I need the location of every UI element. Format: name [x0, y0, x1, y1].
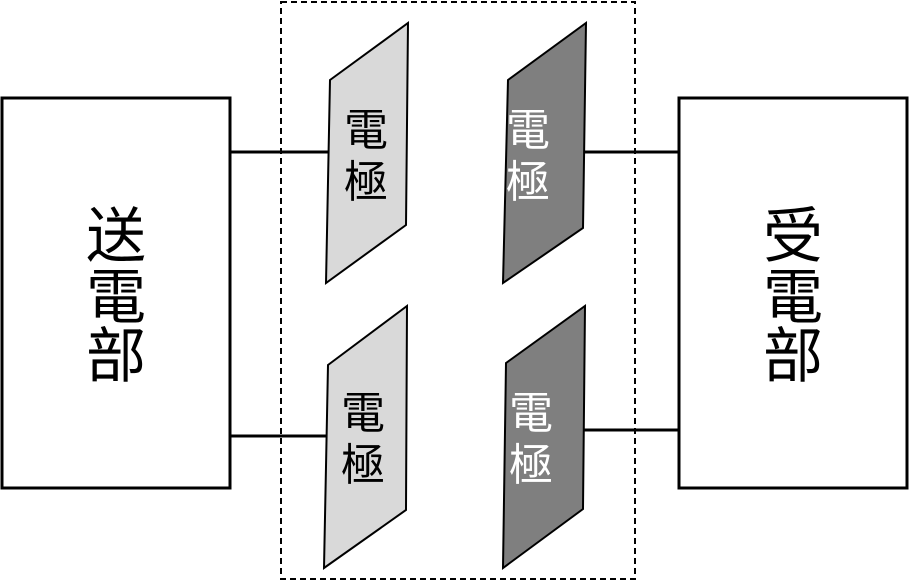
electrode-rx-bottom: 電 極 — [501, 304, 587, 571]
receiver-label-char-3: 部 — [763, 322, 823, 392]
electrode-plate — [501, 304, 587, 571]
transmitter-label-char-2: 電 — [86, 263, 146, 333]
electrode-rx-top: 電 極 — [501, 21, 588, 285]
electrode-tx-bottom: 電 極 — [322, 303, 409, 570]
electrode-label-char-1: 電 — [509, 388, 553, 439]
transmitter-label-char-1: 送 — [86, 202, 146, 272]
electrode-label-char-1: 電 — [506, 105, 550, 156]
electrode-plate — [501, 21, 588, 285]
electrode-tx-top: 電 極 — [324, 21, 410, 285]
electrode-label-char-2: 極 — [506, 157, 550, 208]
electrode-plate — [322, 303, 409, 570]
transmitter-box — [0, 96, 232, 490]
receiver-box — [677, 96, 909, 490]
electrode-label-char-2: 極 — [509, 440, 553, 491]
coupling-region-frame — [280, 1, 636, 580]
receiver-label-char-1: 受 — [763, 202, 823, 272]
electrode-plate — [324, 21, 410, 285]
electrode-label-char-1: 電 — [341, 388, 385, 439]
receiver-label-char-2: 電 — [763, 263, 823, 333]
electrode-label-char-2: 極 — [341, 440, 385, 491]
electrode-label-char-1: 電 — [344, 105, 388, 156]
electrode-label-char-2: 極 — [344, 157, 388, 208]
transmitter-block: 送 電 部 — [0, 96, 232, 490]
transmitter-label-char-3: 部 — [86, 322, 146, 392]
receiver-block: 受 電 部 — [677, 96, 909, 490]
